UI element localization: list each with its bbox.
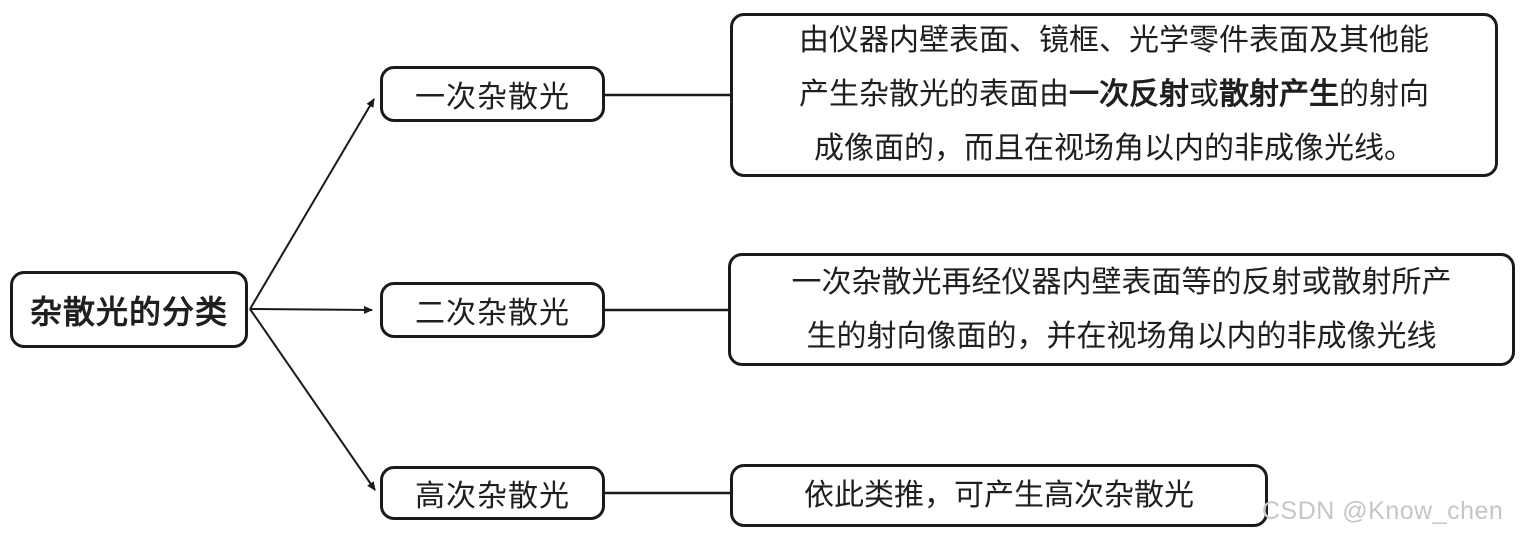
desc-first-line2-bold2: 散射产生 [1219, 78, 1339, 111]
node-high-order-stray-light: 高次杂散光 [380, 466, 605, 520]
desc-second-line1: 一次杂散光再经仪器内壁表面等的反射或散射所产 [791, 265, 1452, 299]
arrow-root-to-first [249, 98, 375, 310]
node-stray-light-classification: 杂散光的分类 [10, 271, 248, 348]
root-node-label: 杂散光的分类 [29, 293, 228, 330]
desc-second-line2: 生的射向像面的，并在视场角以内的非成像光线 [806, 319, 1437, 353]
desc-first-line2: 产生杂散光的表面由一次反射或散射产生的射向 [799, 68, 1429, 122]
desc-first-line2-post: 的射向 [1339, 78, 1429, 111]
desc-first-order-stray-light: 由仪器内壁表面、镜框、光学零件表面及其他能 产生杂散光的表面由一次反射或散射产生… [730, 13, 1498, 177]
csdn-watermark: CSDN @Know_chen [1262, 497, 1504, 525]
desc-second-order-stray-light: 一次杂散光再经仪器内壁表面等的反射或散射所产 生的射向像面的，并在视场角以内的非… [728, 253, 1515, 366]
desc-first-line2-mid: 或 [1189, 78, 1219, 111]
desc-first-line3: 成像面的，而且在视场角以内的非成像光线。 [814, 132, 1414, 165]
desc-high-order-stray-light: 依此类推，可产生高次杂散光 [730, 464, 1268, 527]
high-order-label: 高次杂散光 [415, 480, 570, 513]
desc-first-line1: 由仪器内壁表面、镜框、光学零件表面及其他能 [799, 24, 1429, 57]
node-first-order-stray-light: 一次杂散光 [380, 66, 605, 122]
desc-first-line2-pre: 产生杂散光的表面由 [799, 78, 1069, 111]
second-order-label: 二次杂散光 [415, 297, 570, 330]
arrow-root-to-second [249, 305, 373, 314]
node-second-order-stray-light: 二次杂散光 [380, 282, 605, 338]
desc-high-line1: 依此类推，可产生高次杂散光 [804, 478, 1194, 512]
desc-first-line2-bold1: 一次反射 [1069, 78, 1189, 111]
arrow-root-to-high [249, 308, 376, 491]
first-order-label: 一次杂散光 [415, 81, 570, 114]
